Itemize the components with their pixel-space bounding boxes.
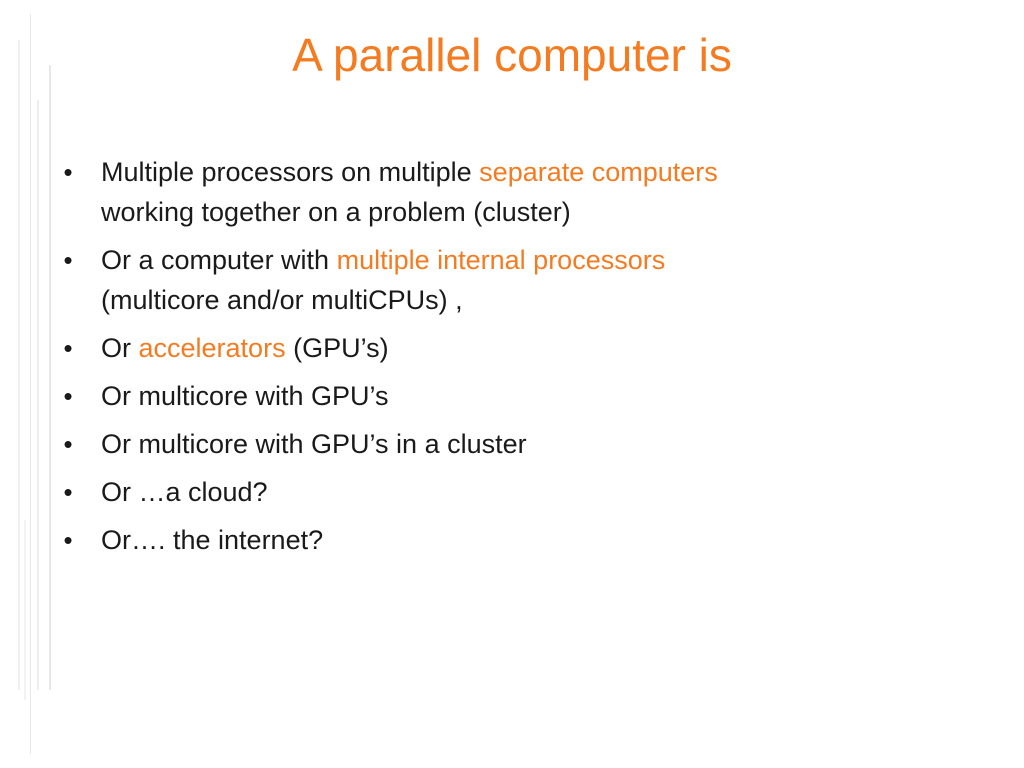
bullet-text: Or a computer with <box>101 245 337 275</box>
bullet-dot-icon: • <box>63 429 73 459</box>
bullet-dot-icon: • <box>63 245 73 275</box>
bullet-item-cloud: • Or …a cloud? <box>58 472 958 512</box>
bullet-text: Or multicore with GPU’s <box>101 381 389 411</box>
decorative-line <box>37 100 39 690</box>
bullet-dot-icon: • <box>63 525 73 555</box>
bullet-text-after: (GPU’s) <box>285 333 389 363</box>
bullet-text: Or multicore with GPU’s in a cluster <box>101 429 527 459</box>
bullet-item-accelerators: • Or accelerators (GPU’s) <box>58 328 958 368</box>
decorative-line <box>49 65 51 690</box>
bullet-item-internal-processors: • Or a computer with multiple internal p… <box>58 240 958 320</box>
bullet-item-multicore-gpu-cluster: • Or multicore with GPU’s in a cluster <box>58 424 958 464</box>
bullet-text: Multiple processors on multiple <box>101 157 480 187</box>
bullet-text: Or …a cloud? <box>101 477 268 507</box>
bullet-dot-icon: • <box>63 157 73 187</box>
bullet-item-separate-computers: • Multiple processors on multiple separa… <box>58 152 958 232</box>
bullet-list: • Multiple processors on multiple separa… <box>58 152 958 568</box>
bullet-highlight: separate computers <box>479 157 718 187</box>
bullet-text-continuation: (multicore and/or multiCPUs) , <box>101 285 463 315</box>
bullet-item-internet: • Or…. the internet? <box>58 520 958 560</box>
bullet-text-continuation: working together on a problem (cluster) <box>101 197 571 227</box>
bullet-highlight: accelerators <box>138 333 286 363</box>
bullet-item-multicore-gpu: • Or multicore with GPU’s <box>58 376 958 416</box>
bullet-text: Or…. the internet? <box>101 525 324 555</box>
bullet-dot-icon: • <box>63 381 73 411</box>
bullet-highlight: multiple internal processors <box>336 245 666 275</box>
slide-title: A parallel computer is <box>292 29 732 81</box>
decorative-line <box>24 520 26 700</box>
decorative-line <box>18 40 20 690</box>
bullet-text: Or <box>101 333 139 363</box>
bullet-dot-icon: • <box>63 477 73 507</box>
bullet-dot-icon: • <box>63 333 73 363</box>
decorative-line <box>30 14 31 754</box>
